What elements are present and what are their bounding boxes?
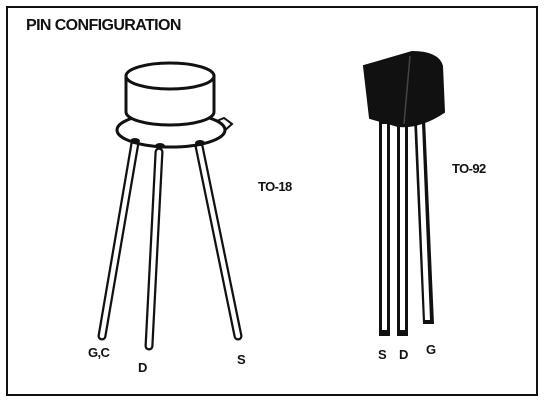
to18-cap-top <box>124 61 216 91</box>
to92-package <box>362 50 446 336</box>
to92-pin-label-s: S <box>378 347 387 362</box>
to92-lead-d <box>397 118 408 336</box>
to92-pin-label-g: G <box>426 342 436 357</box>
to18-lead-hole <box>195 140 205 146</box>
to92-lead-s <box>379 118 390 336</box>
to18-package-label: TO-18 <box>258 179 292 194</box>
to18-lead-hole <box>130 138 140 144</box>
to18-lead-s <box>194 141 243 341</box>
to92-body <box>362 50 446 128</box>
to92-pin-label-d: D <box>399 347 408 362</box>
to18-lead-hole <box>155 143 165 149</box>
to92-lead-g <box>414 118 434 324</box>
to18-pin-label-d: D <box>138 360 147 375</box>
to92-body-facet <box>403 55 411 125</box>
to18-lead-gc <box>97 138 140 341</box>
to18-package <box>97 61 243 351</box>
to18-pin-label-s: S <box>237 352 246 367</box>
diagram-frame <box>6 6 538 396</box>
to18-pin-label-gc: G,C <box>88 345 110 360</box>
to92-package-label: TO-92 <box>452 161 486 176</box>
to18-lead-d <box>144 147 164 351</box>
page-title: PIN CONFIGURATION <box>26 17 181 34</box>
